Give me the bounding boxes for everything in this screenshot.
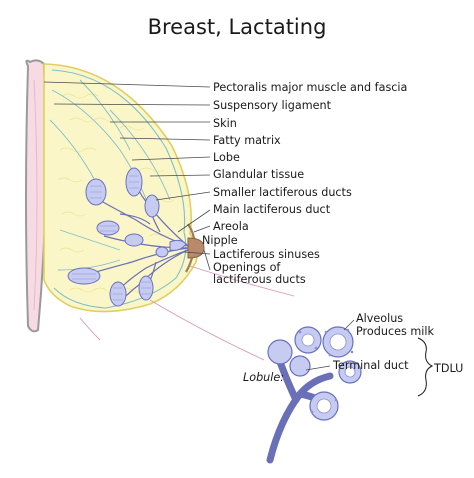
diagram-title: Breast, Lactating	[148, 15, 327, 39]
lobule-inset: Alveolus Produces milk Terminal duct Lob…	[243, 312, 463, 464]
label-glandular: Glandular tissue	[213, 168, 304, 181]
label-openings-2: lactiferous ducts	[213, 273, 306, 286]
inset-alveoli-lumen	[301, 333, 356, 414]
connective-fibers	[79, 265, 295, 361]
label-skin: Skin	[213, 117, 237, 130]
label-terminal-duct: Terminal duct	[332, 359, 409, 372]
tdlu-brace	[417, 337, 434, 397]
label-smaller-ducts: Smaller lactiferous ducts	[213, 186, 352, 199]
label-tdlu: TDLU	[433, 362, 463, 375]
label-group: Pectoralis major muscle and fascia Suspe…	[202, 81, 407, 286]
label-lobule: Lobule:	[243, 371, 284, 384]
label-openings-1: Openings of	[213, 261, 281, 274]
inset-alveoli-cells	[298, 328, 354, 414]
label-pectoralis: Pectoralis major muscle and fascia	[213, 81, 407, 94]
label-main-duct: Main lactiferous duct	[213, 203, 331, 216]
label-suspensory: Suspensory ligament	[213, 99, 332, 112]
label-fatty-matrix: Fatty matrix	[213, 134, 281, 147]
chest-wall-fibers	[33, 79, 38, 311]
leader-lines	[43, 81, 211, 271]
chest-wall	[25, 59, 47, 333]
suspensory-ligaments	[49, 79, 171, 271]
skin-line	[51, 69, 187, 309]
glandular-lobule-texture	[72, 175, 151, 301]
label-produces-milk: Produces milk	[356, 325, 434, 338]
label-sinuses: Lactiferous sinuses	[213, 248, 320, 261]
label-nipple: Nipple	[202, 234, 238, 247]
label-alveolus: Alveolus	[356, 312, 403, 325]
lactiferous-sinus	[169, 239, 187, 251]
breast-body	[43, 63, 198, 313]
label-areola: Areola	[213, 220, 249, 233]
label-lobe: Lobe	[213, 151, 240, 164]
